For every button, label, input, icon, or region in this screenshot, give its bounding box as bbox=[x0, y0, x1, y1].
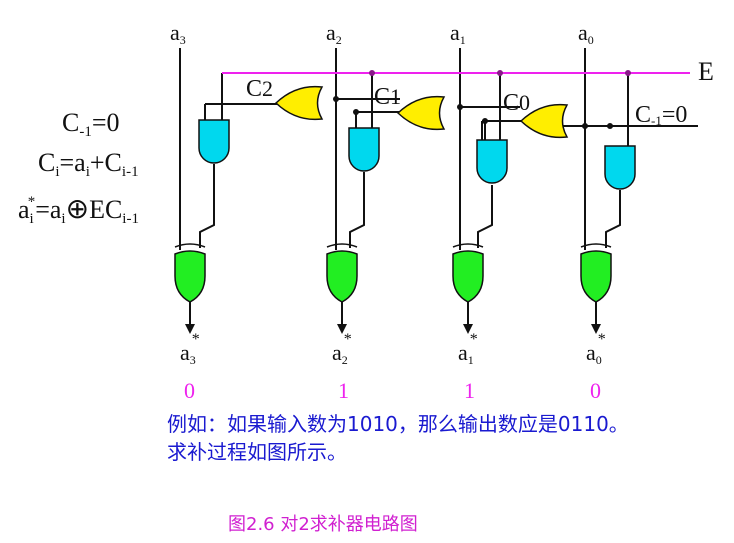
output-labels: a3* a2* a1* a0* bbox=[180, 331, 606, 367]
and-gate-bit1 bbox=[476, 139, 508, 184]
formula-ai-star: ai*=ai⊕ECi-1 bbox=[18, 194, 139, 227]
carry-label-c0: C0 bbox=[503, 90, 530, 116]
and-gate-bit0 bbox=[604, 145, 636, 190]
example-description: 例如：如果输入数为1010，那么输出数应是0110。求补过程如图所示。 bbox=[167, 412, 629, 464]
or-gate-c0 bbox=[519, 103, 569, 139]
xor-gate-bit1 bbox=[452, 250, 484, 303]
xor-gates bbox=[174, 250, 612, 303]
output-values: 0 1 1 0 bbox=[184, 378, 601, 403]
output-label-a2: a2* bbox=[332, 331, 352, 367]
formula-ci: Ci=ai+Ci-1 bbox=[38, 148, 139, 180]
carry-label-c-minus1: C-1=0 bbox=[635, 102, 687, 128]
output-value-a2: 1 bbox=[338, 378, 349, 403]
output-value-a0: 0 bbox=[590, 378, 601, 403]
wires bbox=[179, 48, 698, 328]
input-label-a1: a1 bbox=[450, 20, 466, 47]
output-label-a3: a3* bbox=[180, 331, 200, 367]
output-arrowheads bbox=[185, 324, 601, 334]
carry-label-c2: C2 bbox=[246, 76, 273, 102]
formula-c-minus1: C-1=0 bbox=[62, 108, 120, 140]
output-value-a1: 1 bbox=[464, 378, 475, 403]
carry-label-c1: C1 bbox=[374, 84, 401, 110]
or-gates bbox=[274, 85, 569, 139]
or-gate-c1 bbox=[396, 95, 446, 131]
xor-gate-bit0 bbox=[580, 250, 612, 303]
input-label-a2: a2 bbox=[326, 20, 342, 47]
output-value-a3: 0 bbox=[184, 378, 195, 403]
figure-caption: 图2.6 对2求补器电路图 bbox=[228, 514, 418, 535]
enable-junctions bbox=[369, 70, 631, 76]
input-label-a3: a3 bbox=[170, 20, 186, 47]
enable-label: E bbox=[698, 57, 714, 86]
output-label-a1: a1* bbox=[458, 331, 478, 367]
xor-gate-bit2 bbox=[326, 250, 358, 303]
and-gates bbox=[198, 119, 636, 190]
input-label-a0: a0 bbox=[578, 20, 594, 47]
and-gate-bit2 bbox=[348, 127, 380, 172]
output-label-a0: a0* bbox=[586, 331, 606, 367]
wire-junctions bbox=[333, 96, 613, 129]
xor-gate-bit3 bbox=[174, 250, 206, 303]
or-gate-c2 bbox=[274, 85, 324, 121]
and-gate-bit3 bbox=[198, 119, 230, 164]
xor-input-arcs bbox=[174, 243, 612, 248]
